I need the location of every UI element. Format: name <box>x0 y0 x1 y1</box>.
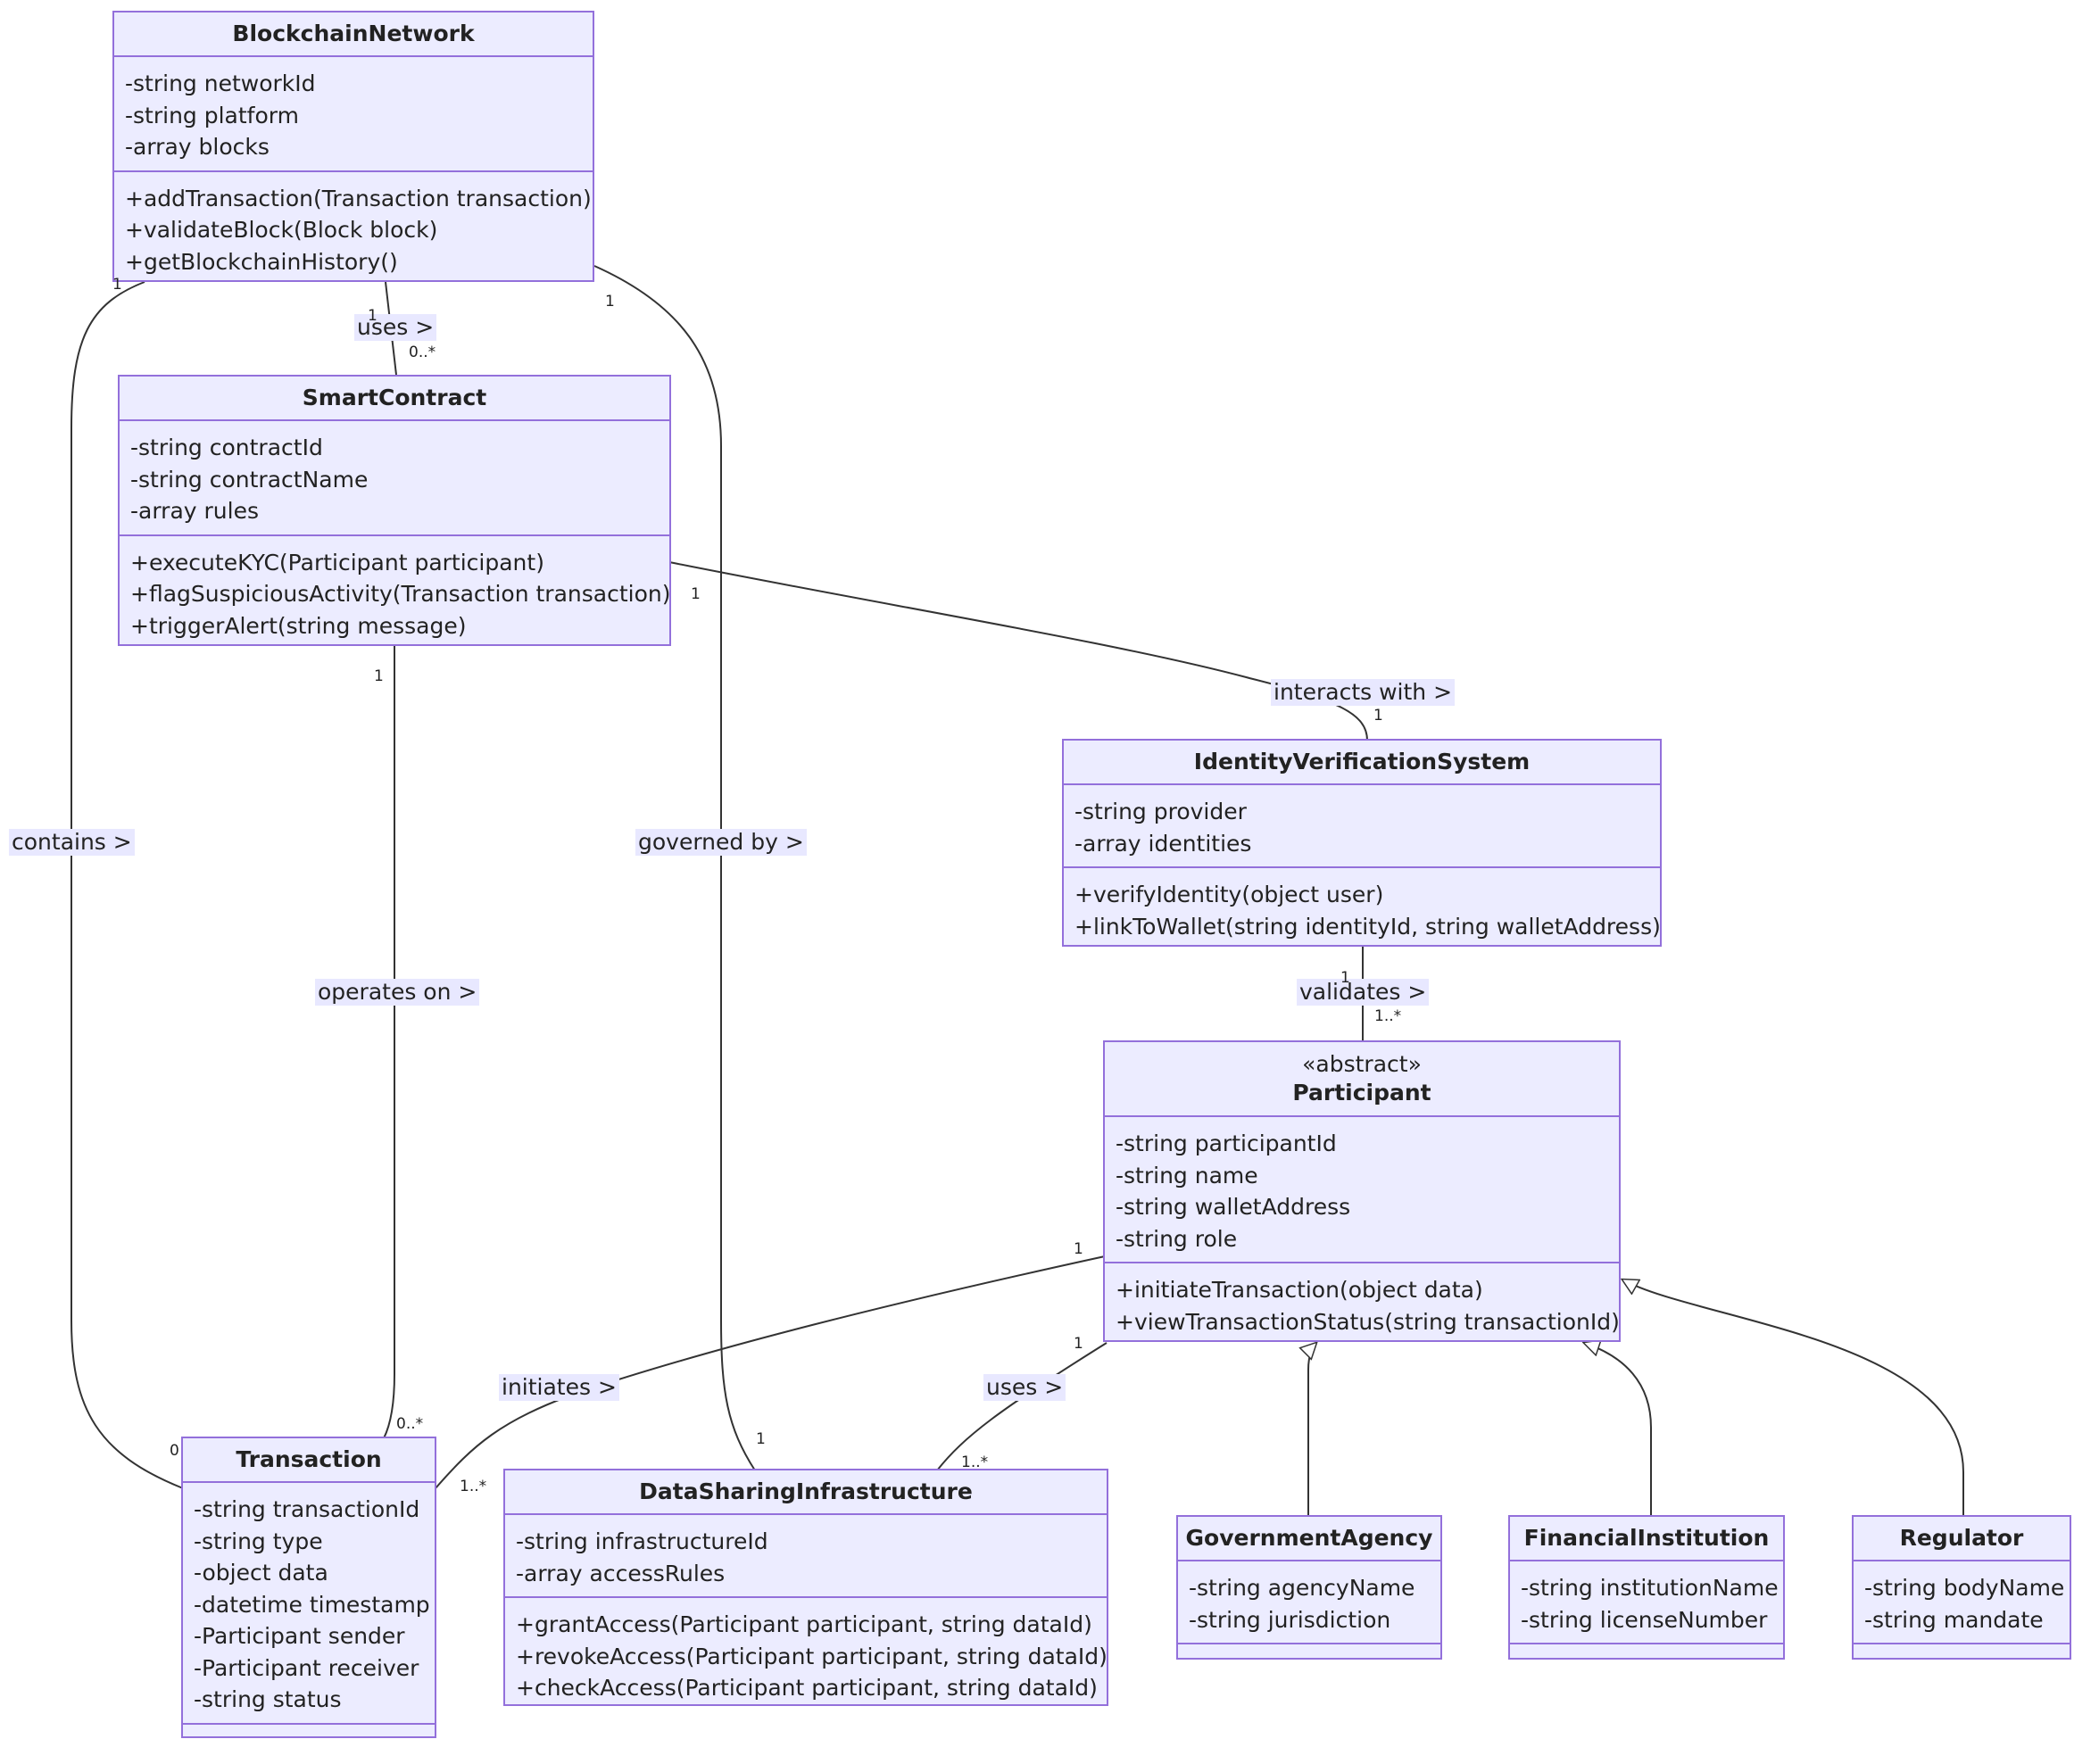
class-financial-institution[interactable]: FinancialInstitution -string institution… <box>1508 1515 1785 1660</box>
cardinality: 1 <box>605 293 615 311</box>
class-data-sharing-infrastructure[interactable]: DataSharingInfrastructure -string infras… <box>503 1469 1108 1706</box>
attributes: -string contractId -string contractName … <box>130 435 369 524</box>
edge-uses-datasharing <box>936 1342 1108 1471</box>
cardinality: 1 <box>112 276 122 294</box>
cardinality: 1 <box>756 1430 766 1448</box>
edge-interacts-with <box>668 561 1368 741</box>
methods: +initiateTransaction(object data) +viewT… <box>1105 1262 1620 1345</box>
relation-label-uses: uses > <box>354 314 437 341</box>
cardinality: 1 <box>374 667 384 685</box>
edge-inherit-financial <box>1584 1343 1652 1517</box>
class-name: Participant <box>1292 1080 1431 1106</box>
attributes: -string infrastructureId -array accessRu… <box>516 1528 768 1586</box>
relation-label-governed-by: governed by > <box>635 829 807 856</box>
methods: +grantAccess(Participant participant, st… <box>505 1596 1108 1711</box>
edge-inherit-government <box>1308 1343 1316 1517</box>
relation-label-initiates: initiates > <box>499 1374 619 1401</box>
edge-governed-by <box>593 265 756 1471</box>
methods: +executeKYC(Participant participant) +fl… <box>120 534 670 650</box>
attributes: -string networkId -string platform -arra… <box>125 70 316 160</box>
methods <box>1854 1643 2070 1657</box>
cardinality: 1 <box>1373 707 1383 725</box>
attributes: -string transactionId -string type -obje… <box>194 1496 430 1712</box>
class-name: SmartContract <box>302 385 487 410</box>
class-regulator[interactable]: Regulator -string bodyName -string manda… <box>1852 1515 2071 1660</box>
cardinality: 1..* <box>1374 1007 1402 1025</box>
class-name: FinancialInstitution <box>1523 1525 1770 1551</box>
class-name: BlockchainNetwork <box>232 21 475 46</box>
class-name: GovernmentAgency <box>1185 1525 1433 1551</box>
cardinality: 0..* <box>409 344 436 361</box>
class-name: IdentityVerificationSystem <box>1193 749 1531 774</box>
class-name: DataSharingInfrastructure <box>639 1478 973 1504</box>
class-smart-contract[interactable]: SmartContract -string contractId -string… <box>118 375 671 646</box>
relation-label-interacts-with: interacts with > <box>1271 679 1456 706</box>
cardinality: 1..* <box>460 1478 487 1495</box>
cardinality: 1 <box>1074 1335 1083 1353</box>
relation-label-contains: contains > <box>9 829 135 856</box>
methods <box>1510 1643 1783 1657</box>
edge-operates-on <box>383 644 395 1439</box>
attributes: -string bodyName -string mandate <box>1864 1575 2065 1633</box>
class-identity-verification-system[interactable]: IdentityVerificationSystem -string provi… <box>1062 739 1662 947</box>
class-participant[interactable]: «abstract» Participant -string participa… <box>1103 1040 1621 1342</box>
cardinality: 1 <box>1340 969 1350 987</box>
relation-label-operates-on: operates on > <box>315 979 480 1006</box>
attributes: -string participantId -string name -stri… <box>1116 1130 1351 1252</box>
relation-label-validates: validates > <box>1297 979 1430 1006</box>
methods <box>1178 1643 1440 1657</box>
class-blockchain-network[interactable]: BlockchainNetwork -string networkId -str… <box>112 11 594 282</box>
edge-contains <box>71 281 184 1489</box>
relation-label-uses-2: uses > <box>983 1374 1066 1401</box>
methods: +verifyIdentity(object user) +linkToWall… <box>1064 866 1661 949</box>
attributes: -string agencyName -string jurisdiction <box>1189 1575 1415 1633</box>
methods <box>183 1722 435 1741</box>
methods: +addTransaction(Transaction transaction)… <box>114 170 593 286</box>
attributes: -string institutionName -string licenseN… <box>1521 1575 1779 1633</box>
edge-initiates <box>435 1255 1106 1489</box>
class-government-agency[interactable]: GovernmentAgency -string agencyName -str… <box>1176 1515 1442 1660</box>
attributes: -string provider -array identities <box>1074 799 1252 857</box>
cardinality: 1..* <box>961 1453 989 1471</box>
cardinality: 0 <box>170 1442 179 1460</box>
cardinality: 1 <box>691 585 701 603</box>
cardinality: 0..* <box>396 1415 424 1433</box>
cardinality: 1 <box>368 307 377 325</box>
stereotype: «abstract» <box>1302 1051 1422 1077</box>
edge-inherit-regulator <box>1622 1280 1964 1517</box>
cardinality: 1 <box>1074 1240 1083 1258</box>
class-name: Transaction <box>236 1446 382 1472</box>
class-transaction[interactable]: Transaction -string transactionId -strin… <box>181 1437 436 1738</box>
class-name: Regulator <box>1899 1525 2024 1551</box>
